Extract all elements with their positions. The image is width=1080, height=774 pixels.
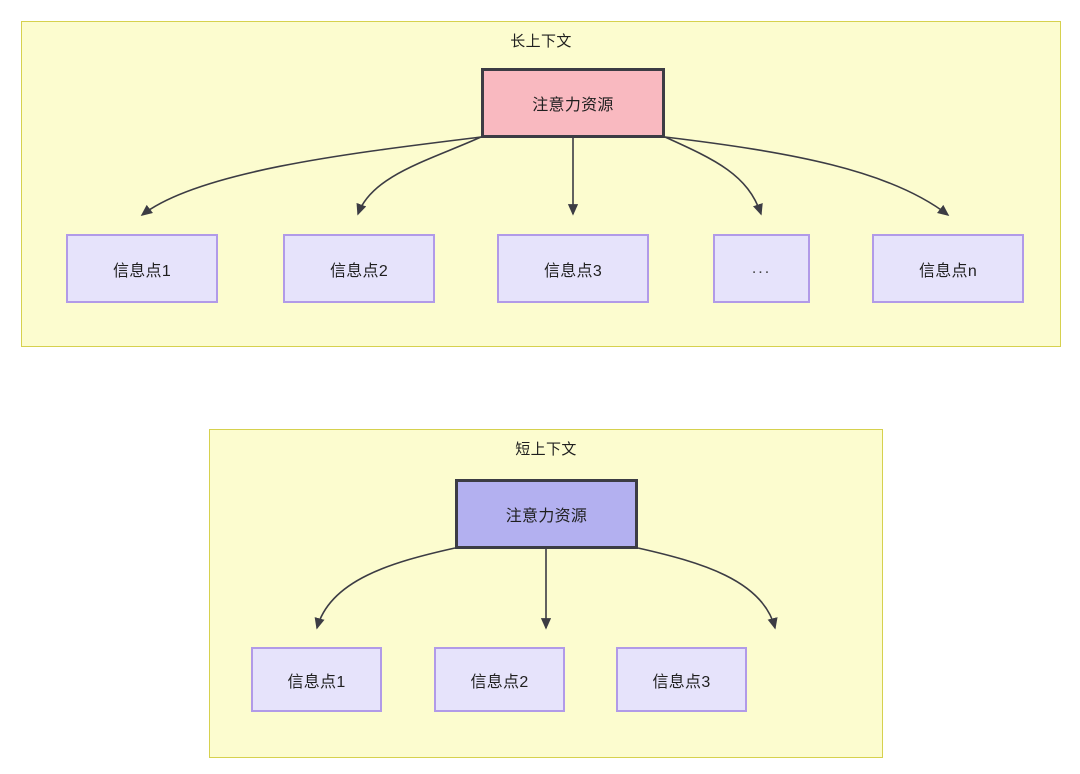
panel-long-context-title: 长上下文 bbox=[510, 33, 572, 50]
info-point-label-short-1: 信息点1 bbox=[287, 673, 346, 691]
info-point-label-long-1: 信息点1 bbox=[112, 262, 172, 280]
attention-resource-label-short: 注意力资源 bbox=[505, 508, 588, 525]
info-point-node-short-2[interactable]: 信息点2 bbox=[434, 647, 565, 712]
info-point-node-long-2[interactable]: 信息点2 bbox=[283, 234, 435, 303]
attention-resource-node-short[interactable]: 注意力资源 bbox=[455, 479, 638, 549]
panel-short-context-title: 短上下文 bbox=[515, 441, 577, 458]
info-point-node-short-3[interactable]: 信息点3 bbox=[616, 647, 747, 712]
info-point-label-long-3: 信息点3 bbox=[543, 262, 603, 280]
attention-resource-label-long: 注意力资源 bbox=[532, 97, 614, 114]
info-point-label-short-2: 信息点2 bbox=[470, 673, 529, 691]
info-point-node-long-1[interactable]: 信息点1 bbox=[66, 234, 218, 303]
info-point-node-long-3[interactable]: 信息点3 bbox=[497, 234, 649, 303]
info-point-label-long-ellipsis: ... bbox=[751, 259, 772, 277]
info-point-node-long-ellipsis[interactable]: ... bbox=[713, 234, 810, 303]
info-point-node-short-1[interactable]: 信息点1 bbox=[251, 647, 382, 712]
info-point-label-short-3: 信息点3 bbox=[652, 673, 711, 691]
info-point-node-long-n[interactable]: 信息点n bbox=[872, 234, 1024, 303]
info-point-label-long-2: 信息点2 bbox=[329, 262, 389, 280]
info-point-label-long-n: 信息点n bbox=[918, 262, 978, 280]
attention-resource-node-long[interactable]: 注意力资源 bbox=[481, 68, 665, 138]
